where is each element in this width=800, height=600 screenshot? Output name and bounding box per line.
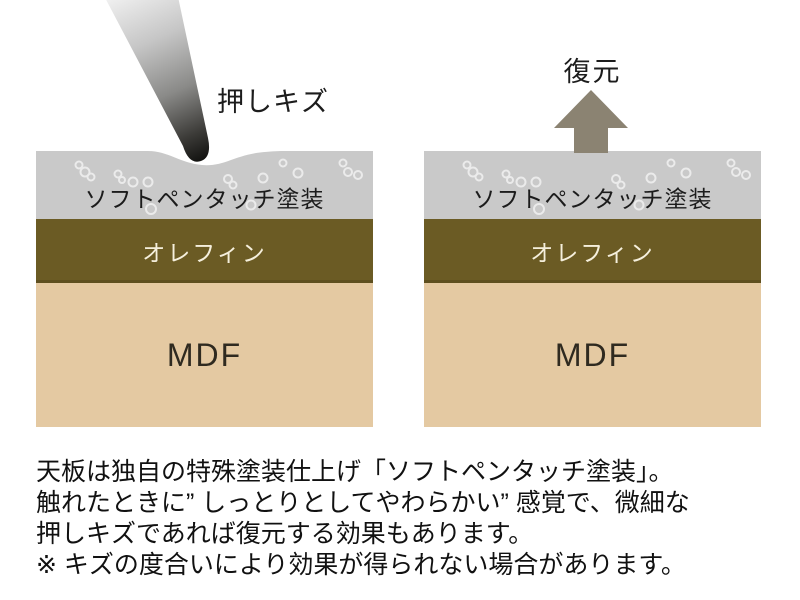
- bubble: [292, 167, 304, 179]
- bubble: [353, 170, 363, 180]
- coating-layer-dented-svg: [36, 0, 373, 219]
- description-text: 天板は独自の特殊塗装仕上げ「ソフトペンタッチ塗装」。 触れたときに” しっとりと…: [36, 457, 690, 581]
- panel-recovery: 復元 ソフトペンタッチ塗装 オレフィン MDF: [424, 0, 761, 427]
- bubble: [338, 158, 348, 168]
- bubble: [113, 169, 123, 179]
- coating-surface-dented: [36, 151, 373, 219]
- mdf-layer: MDF: [36, 283, 373, 427]
- panel-press-dent: ソフトペンタッチ塗装 オレフィン MDF: [36, 0, 373, 427]
- coating-label: ソフトペンタッチ塗装: [472, 186, 713, 212]
- bubble: [278, 158, 288, 168]
- mdf-label: MDF: [166, 336, 243, 373]
- coating-label: ソフトペンタッチ塗装: [84, 186, 325, 212]
- bubble: [245, 199, 257, 211]
- recovery-label: 復元: [563, 57, 622, 87]
- mdf-layer: MDF: [424, 283, 761, 427]
- description-line-2: 触れたときに” しっとりとしてやわらかい” 感覚で、微細な: [36, 489, 690, 517]
- bubble: [223, 174, 233, 184]
- bubble: [74, 160, 84, 170]
- bubble: [257, 172, 269, 184]
- coating-surface-flat: [424, 151, 761, 219]
- up-arrow-icon: [554, 90, 628, 153]
- mdf-label: MDF: [554, 336, 631, 373]
- bubble: [118, 176, 126, 184]
- description-line-3: 押しキズであれば復元する効果もあります。: [36, 520, 534, 548]
- coating-layer-flat-svg: [424, 90, 761, 219]
- description-line-4: ※ キズの度合いにより効果が得られない場合があります。: [36, 551, 686, 579]
- bubble: [343, 167, 353, 177]
- bubble: [228, 180, 238, 190]
- bubble: [145, 203, 157, 215]
- press-dent-label: 押しキズ: [217, 87, 329, 117]
- description-line-1: 天板は独自の特殊塗装仕上げ「ソフトペンタッチ塗装」。: [36, 458, 674, 486]
- olefin-layer: オレフィン: [424, 219, 761, 283]
- olefin-label: オレフィン: [142, 240, 267, 266]
- bubble: [127, 176, 139, 188]
- bubble: [142, 176, 154, 188]
- micro-bubbles: [74, 158, 363, 215]
- olefin-label: オレフィン: [530, 240, 655, 266]
- bubble: [86, 172, 96, 182]
- bubble: [79, 166, 91, 178]
- olefin-layer: オレフィン: [36, 219, 373, 283]
- pen-tip-icon: [106, 0, 210, 162]
